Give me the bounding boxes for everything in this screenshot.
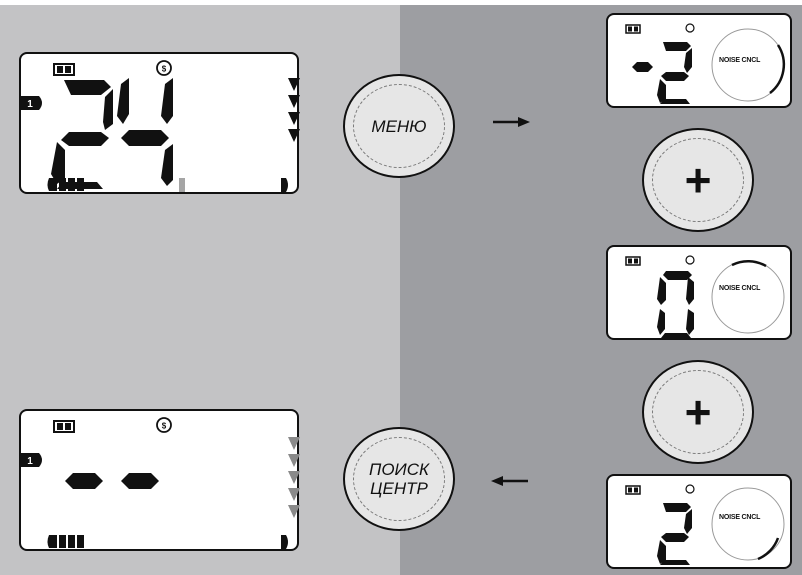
step3-graphics	[625, 484, 785, 565]
minus-sign	[632, 62, 653, 72]
mode-indicator: 1	[19, 453, 42, 467]
noise-cancel-dial	[711, 28, 786, 102]
noise-cancel-label: NOISE CNCL	[719, 57, 761, 64]
depth-arrows-icon	[288, 78, 300, 142]
digit-2	[657, 503, 692, 565]
plus-button-1-ring	[652, 138, 744, 222]
plus-button-1-label: +	[684, 153, 712, 206]
coin-icon	[685, 484, 695, 494]
pinpoint-button[interactable]: ПОИСК ЦЕНТР	[343, 427, 455, 531]
pinpoint-lcd-graphics: $ 1	[19, 417, 300, 549]
plus-button-2-label: +	[684, 385, 712, 438]
pinpoint-lcd-display: $ 1	[19, 409, 300, 551]
arrow-left-icon	[491, 476, 528, 486]
id-cursor	[179, 178, 185, 192]
coin-icon	[685, 23, 695, 33]
step2-graphics	[625, 255, 785, 338]
noise-cancel-lcd-step1: NOISE CNCL	[606, 13, 792, 108]
plus-button-1[interactable]: +	[642, 128, 754, 232]
plus-button-2-ring	[652, 370, 744, 454]
pinpoint-button-ring	[353, 437, 445, 521]
svg-text:$: $	[162, 422, 167, 431]
svg-text:1: 1	[27, 99, 33, 110]
bar-end	[281, 535, 288, 549]
battery-icon	[53, 63, 75, 76]
main-lcd-graphics: $ 1	[19, 60, 300, 192]
digit-0	[657, 271, 694, 338]
depth-arrows-icon	[288, 437, 300, 518]
coin-icon: $	[156, 60, 172, 76]
step1-graphics	[625, 23, 786, 104]
dash-segments	[65, 473, 159, 489]
battery-icon	[625, 256, 641, 266]
noise-cancel-lcd-step2: NOISE CNCL	[606, 245, 792, 340]
battery-icon	[625, 24, 641, 34]
battery-icon	[53, 420, 75, 433]
pinpoint-button-label: ПОИСК ЦЕНТР	[369, 460, 429, 498]
coin-icon: $	[156, 417, 172, 433]
menu-button-label: МЕНЮ	[371, 116, 427, 136]
sensitivity-bars	[47, 178, 84, 191]
noise-cancel-label: NOISE CNCL	[719, 285, 761, 292]
digit-4	[117, 78, 173, 186]
menu-button-ring	[353, 84, 445, 168]
noise-cancel-label: NOISE CNCL	[719, 514, 761, 521]
main-lcd-display: $ 1	[19, 52, 300, 194]
noise-cancel-lcd-step3: NOISE CNCL	[606, 474, 792, 569]
mode-indicator: 1	[19, 96, 42, 110]
battery-icon	[625, 485, 641, 495]
sensitivity-bars	[47, 535, 84, 548]
plus-button-2[interactable]: +	[642, 360, 754, 464]
arrow-right-icon	[493, 117, 530, 127]
digit-2	[657, 42, 692, 104]
coin-icon	[685, 255, 695, 265]
noise-cancel-dial	[711, 259, 785, 334]
svg-text:$: $	[162, 65, 167, 74]
svg-text:1: 1	[27, 456, 33, 467]
bar-end	[281, 178, 288, 192]
noise-cancel-dial	[711, 487, 785, 561]
menu-button[interactable]: МЕНЮ	[343, 74, 455, 178]
